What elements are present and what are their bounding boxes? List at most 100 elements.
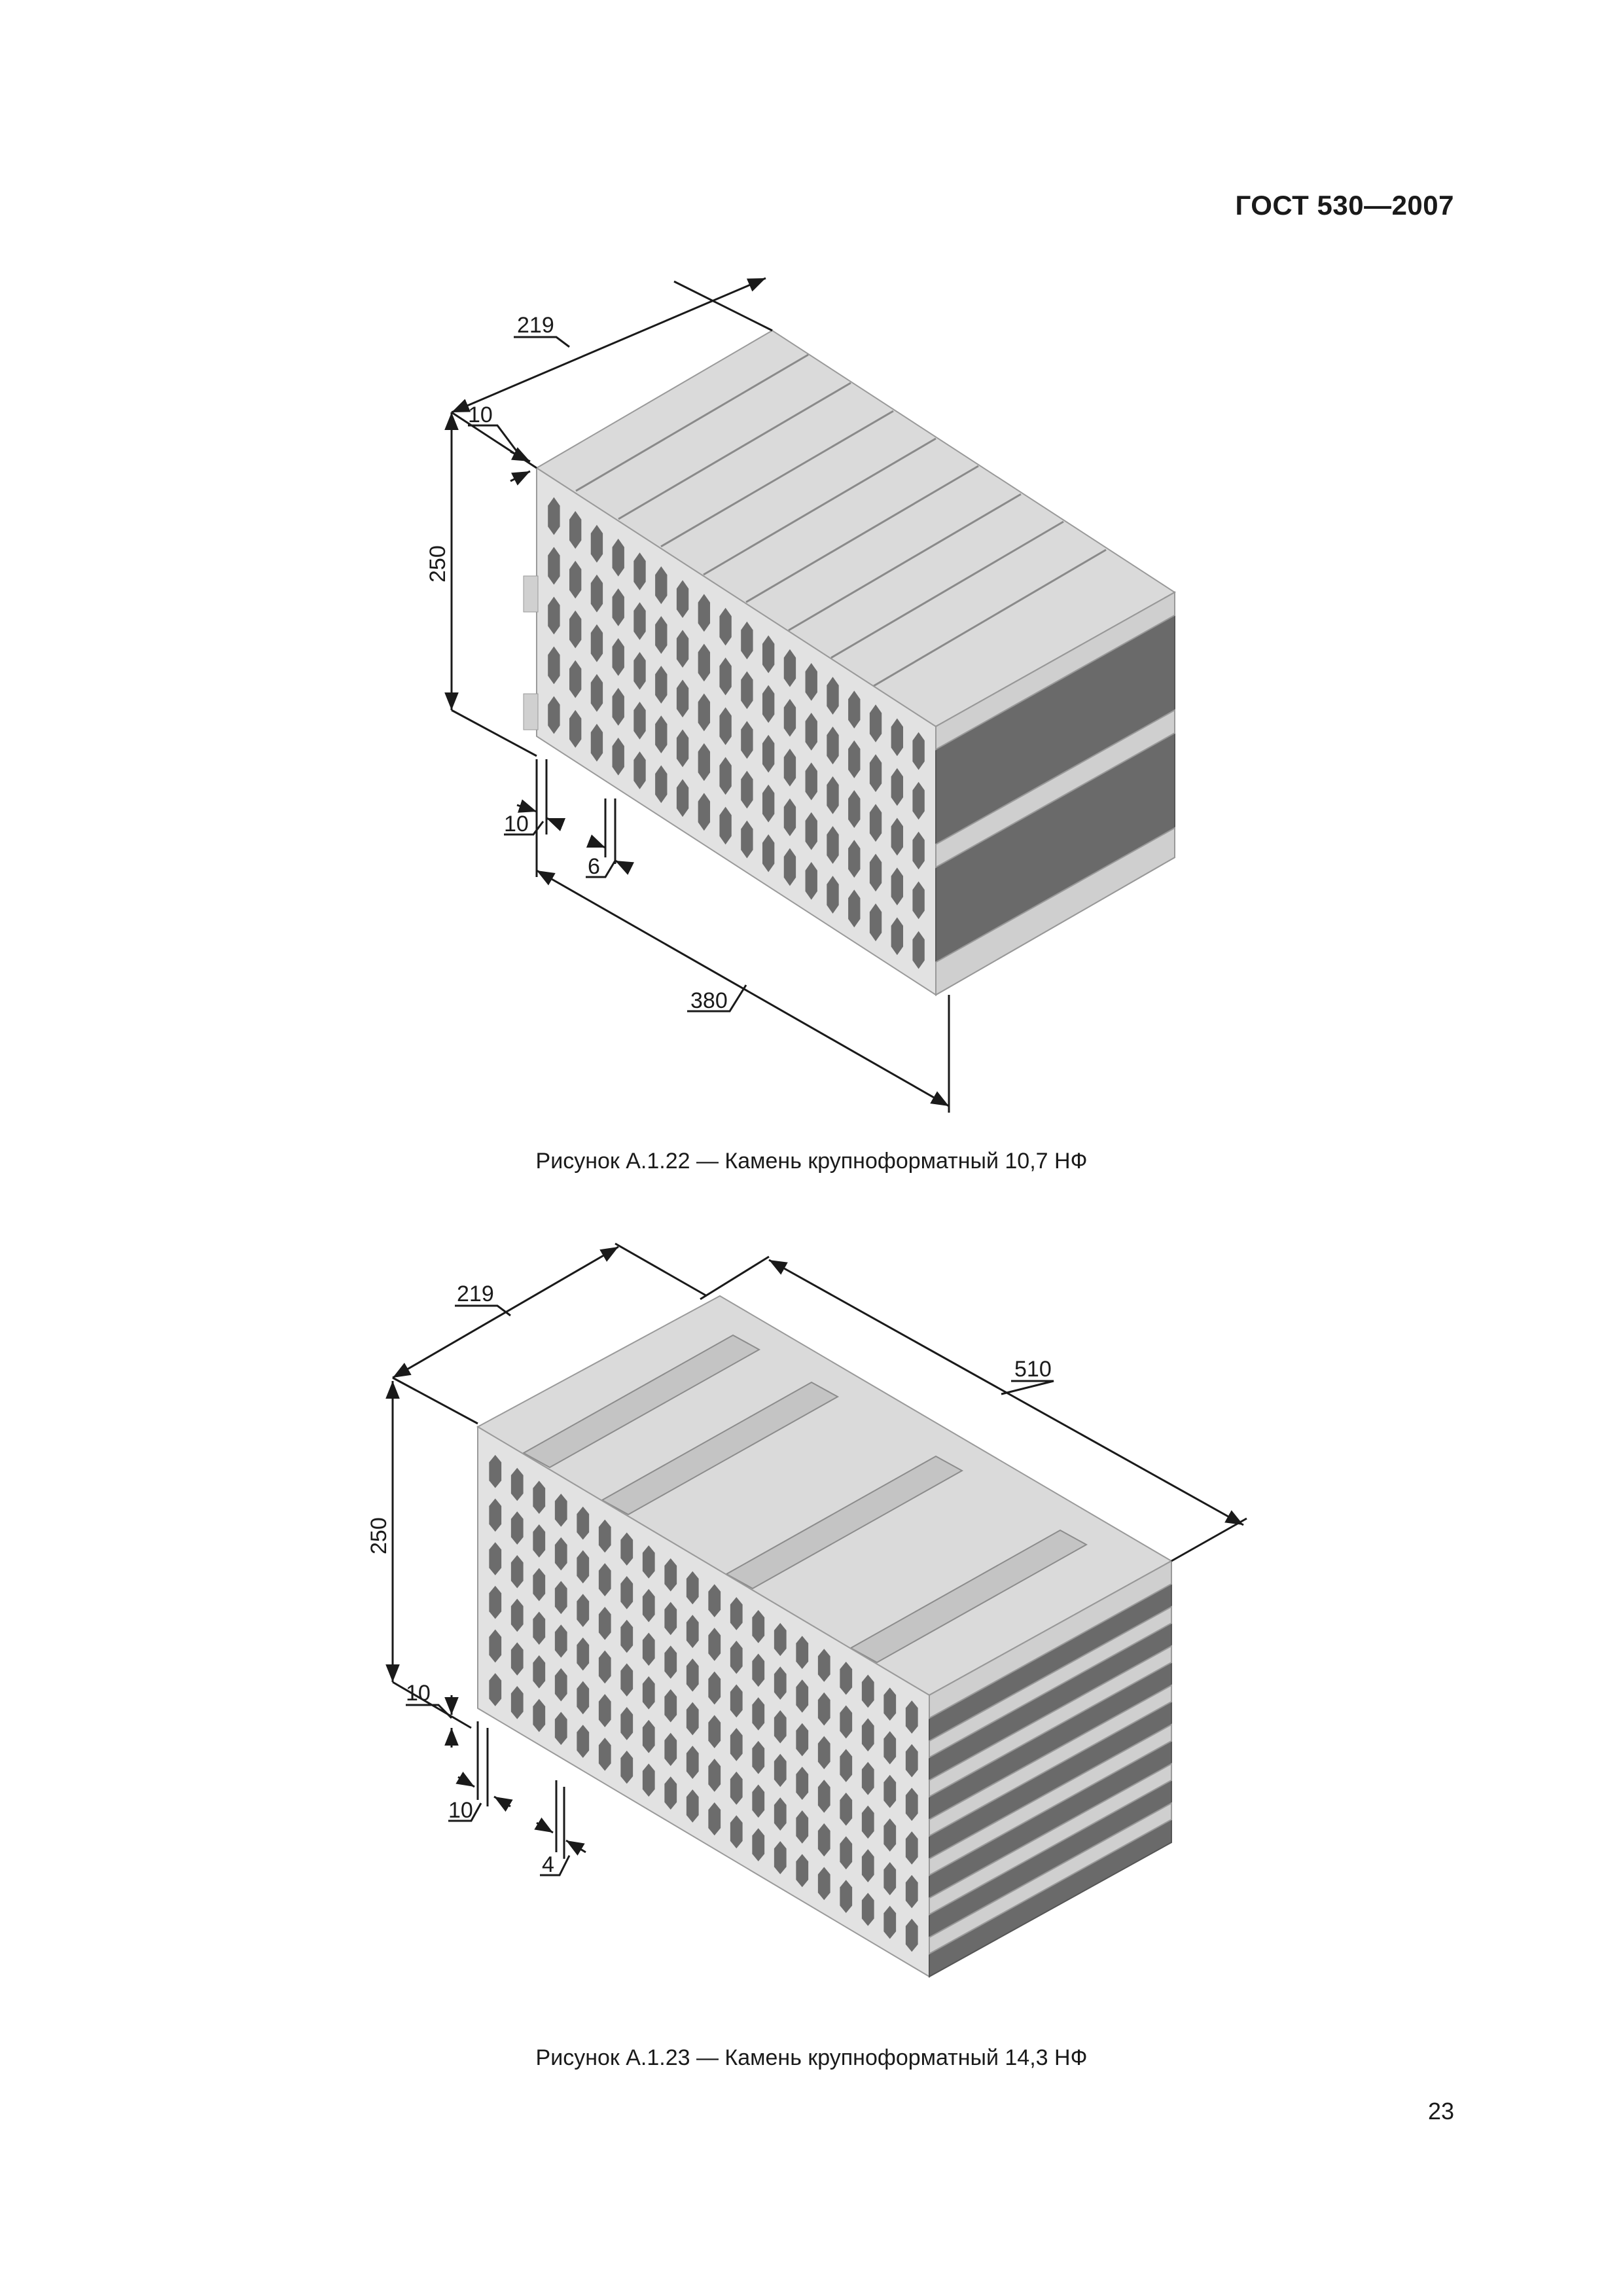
cell-void <box>698 693 711 732</box>
cell-void <box>805 812 817 850</box>
cell-void <box>655 566 668 604</box>
cell-void <box>633 702 646 740</box>
dim-depth: 219 <box>457 1282 494 1306</box>
dim-height: 250 <box>425 545 450 583</box>
cell-void <box>548 646 560 685</box>
cell-void <box>686 1789 699 1823</box>
cell-void <box>676 580 689 619</box>
cell-void <box>805 762 817 800</box>
cell-void <box>489 1454 502 1488</box>
cell-void <box>840 1836 853 1870</box>
cell-void <box>869 754 882 793</box>
dim-length: 380 <box>690 988 728 1013</box>
cell-void <box>796 1723 809 1757</box>
cell-void <box>762 635 775 673</box>
cell-void <box>554 1712 567 1746</box>
cell-void <box>577 1725 590 1758</box>
cell-void <box>510 1685 524 1719</box>
cell-void <box>598 1519 611 1553</box>
cell-void <box>741 721 753 759</box>
cell-void <box>577 1637 590 1671</box>
cell-void <box>554 1581 567 1615</box>
cell-void <box>533 1524 546 1558</box>
dimensions-figure-1: 219 250 10 10 6 380 <box>425 277 950 1113</box>
cell-void <box>905 1744 918 1778</box>
cell-void <box>577 1681 590 1715</box>
cell-void <box>883 1818 897 1852</box>
dim-length: 510 <box>1014 1357 1052 1382</box>
cell-void <box>489 1542 502 1575</box>
cell-void <box>730 1728 743 1761</box>
cell-void <box>664 1689 677 1723</box>
figure-2-caption: Рисунок А.1.23 — Камень крупноформатный … <box>535 2045 1088 2070</box>
cell-void <box>827 776 839 814</box>
cell-void <box>840 1749 853 1782</box>
dim-rib: 6 <box>588 854 600 879</box>
cell-void <box>752 1784 765 1818</box>
cell-void <box>698 743 711 781</box>
cell-void <box>752 1740 765 1774</box>
cell-void <box>905 1874 918 1909</box>
cell-void <box>655 666 668 704</box>
cell-void <box>577 1550 590 1584</box>
cell-void <box>905 1787 918 1821</box>
cell-void <box>664 1602 677 1636</box>
cell-void <box>861 1674 874 1708</box>
cell-void <box>861 1892 874 1926</box>
cell-void <box>533 1568 546 1602</box>
cell-void <box>612 688 624 726</box>
cell-void <box>655 715 668 753</box>
cell-void <box>698 793 711 831</box>
cell-void <box>533 1611 546 1645</box>
cell-void <box>708 1671 721 1705</box>
cell-void <box>642 1763 655 1797</box>
cell-void <box>891 718 904 757</box>
cell-void <box>664 1645 677 1679</box>
cell-void <box>730 1771 743 1805</box>
cell-void <box>762 784 775 823</box>
cell-void <box>827 826 839 864</box>
cell-void <box>708 1802 721 1836</box>
cell-void <box>590 574 603 613</box>
cell-void <box>912 732 925 770</box>
cell-void <box>905 1700 918 1734</box>
cell-void <box>774 1797 787 1831</box>
dim-height: 250 <box>366 1517 391 1554</box>
cell-void <box>708 1628 721 1661</box>
cell-void <box>762 834 775 872</box>
block-10-7nf <box>523 329 1176 996</box>
cell-void <box>883 1862 897 1895</box>
cell-void <box>741 820 753 859</box>
cell-void <box>861 1718 874 1751</box>
cell-void <box>598 1606 611 1640</box>
cell-void <box>577 1594 590 1627</box>
cell-void <box>664 1776 677 1810</box>
cell-void <box>848 740 861 778</box>
cell-void <box>642 1719 655 1753</box>
cell-void <box>796 1854 809 1888</box>
cell-void <box>598 1650 611 1684</box>
cell-void <box>730 1684 743 1718</box>
cell-void <box>762 734 775 773</box>
cell-void <box>612 539 624 577</box>
cell-void <box>698 643 711 682</box>
cell-void <box>752 1609 765 1643</box>
cell-void <box>719 707 732 745</box>
cell-pattern <box>548 497 925 969</box>
document-number: ГОСТ 530—2007 <box>1235 190 1454 221</box>
dim-top-wall: 10 <box>468 403 493 427</box>
dim-top-wall: 10 <box>406 1681 431 1706</box>
cell-void <box>827 677 839 715</box>
cell-void <box>861 1761 874 1795</box>
cell-void <box>612 588 624 626</box>
cell-void <box>719 657 732 696</box>
cell-void <box>620 1707 633 1740</box>
cell-void <box>796 1679 809 1713</box>
cell-void <box>730 1597 743 1630</box>
cell-void <box>489 1673 502 1706</box>
cell-void <box>686 1746 699 1779</box>
cell-void <box>817 1692 830 1726</box>
cell-void <box>676 779 689 817</box>
cell-void <box>598 1694 611 1727</box>
cell-void <box>805 713 817 751</box>
